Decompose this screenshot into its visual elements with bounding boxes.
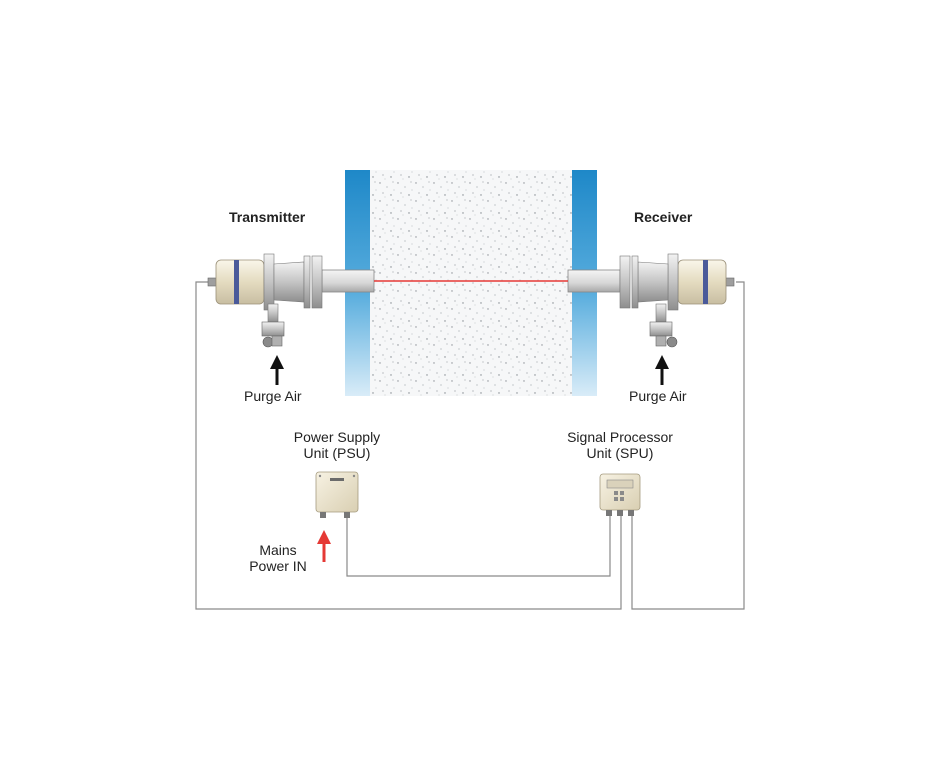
receiver-label: Receiver bbox=[634, 209, 693, 225]
spu-label-line2: Unit (SPU) bbox=[586, 445, 654, 461]
psu-label-line1: Power Supply bbox=[293, 429, 381, 445]
duct-interior bbox=[370, 170, 572, 396]
purge-air-label-right: Purge Air bbox=[629, 388, 687, 404]
transmitter-label: Transmitter bbox=[229, 209, 306, 225]
psu-box bbox=[315, 471, 359, 518]
mains-power-arrow bbox=[317, 530, 331, 562]
psu-label-line2: Unit (PSU) bbox=[303, 445, 371, 461]
spu-label-line1: Signal Processor bbox=[567, 429, 673, 445]
mains-label-line2: Power IN bbox=[249, 558, 307, 574]
spu-box bbox=[599, 473, 641, 516]
mains-label-line1: Mains bbox=[259, 542, 297, 558]
receiver-unit bbox=[567, 253, 735, 348]
psu-label: Power Supply Unit (PSU) bbox=[282, 429, 392, 461]
purge-air-arrow-left bbox=[270, 355, 284, 385]
spu-label: Signal Processor Unit (SPU) bbox=[552, 429, 688, 461]
purge-air-label-left: Purge Air bbox=[244, 388, 302, 404]
purge-air-arrow-right bbox=[655, 355, 669, 385]
cabling bbox=[195, 281, 745, 610]
mains-label: Mains Power IN bbox=[240, 542, 316, 574]
